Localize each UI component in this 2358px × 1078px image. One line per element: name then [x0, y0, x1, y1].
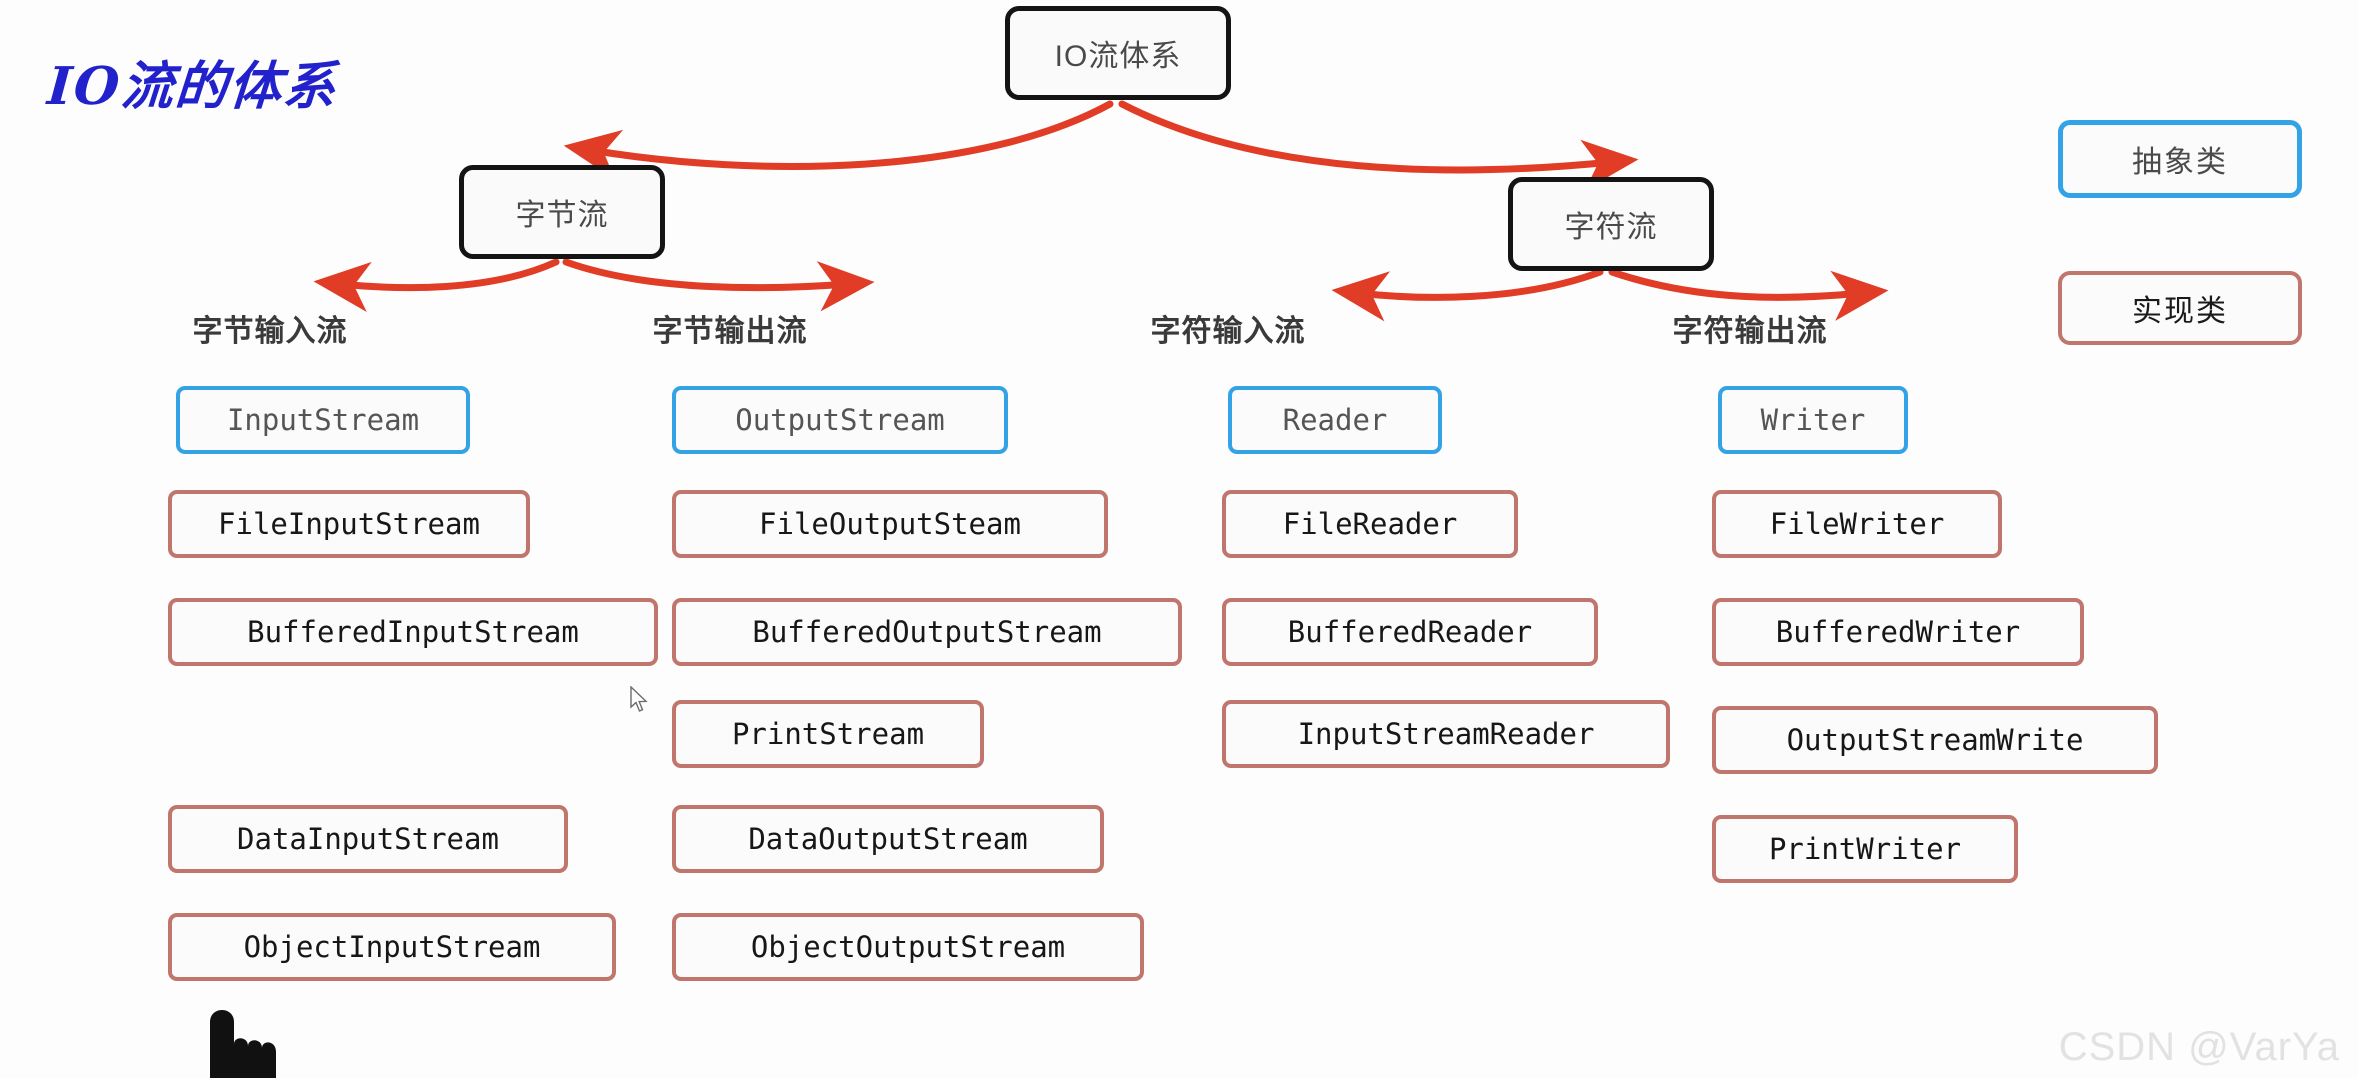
class-box-inputstream[interactable]: InputStream [176, 386, 470, 454]
class-box-bufferedwriter[interactable]: BufferedWriter [1712, 598, 2084, 666]
legend-impl-class[interactable]: 实现类 [2058, 271, 2302, 345]
class-box-reader[interactable]: Reader [1228, 386, 1442, 454]
column-header-byte-output: 字节输出流 [652, 315, 808, 348]
column-header-char-input: 字符输入流 [1150, 315, 1306, 348]
class-box-inputstreamreader[interactable]: InputStreamReader [1222, 700, 1670, 768]
node-char-stream[interactable]: 字符流 [1508, 177, 1714, 271]
column-header-byte-input: 字节输入流 [192, 315, 348, 348]
class-box-writer[interactable]: Writer [1718, 386, 1908, 454]
legend-abstract-class[interactable]: 抽象类 [2058, 120, 2302, 198]
mouse-cursor [630, 686, 648, 712]
node-root[interactable]: IO流体系 [1005, 6, 1231, 100]
class-box-fileoutputsteam[interactable]: FileOutputSteam [672, 490, 1108, 558]
class-box-outputstream[interactable]: OutputStream [672, 386, 1008, 454]
class-box-outputstreamwrite[interactable]: OutputStreamWrite [1712, 706, 2158, 774]
class-box-fileinputstream[interactable]: FileInputStream [168, 490, 530, 558]
class-box-filewriter[interactable]: FileWriter [1712, 490, 2002, 558]
watermark: CSDN @VarYa [2058, 1025, 2340, 1069]
class-box-bufferedoutputstream[interactable]: BufferedOutputStream [672, 598, 1182, 666]
page-title: IO流的体系 [45, 56, 340, 117]
class-box-datainputstream[interactable]: DataInputStream [168, 805, 568, 873]
class-box-printwriter[interactable]: PrintWriter [1712, 815, 2018, 883]
class-box-dataoutputstream[interactable]: DataOutputStream [672, 805, 1104, 873]
pointing-hand-icon [210, 1010, 276, 1078]
column-header-char-output: 字符输出流 [1672, 315, 1828, 348]
class-box-bufferedinputstream[interactable]: BufferedInputStream [168, 598, 658, 666]
class-box-filereader[interactable]: FileReader [1222, 490, 1518, 558]
class-box-objectoutputstream[interactable]: ObjectOutputStream [672, 913, 1144, 981]
class-box-objectinputstream[interactable]: ObjectInputStream [168, 913, 616, 981]
class-box-printstream[interactable]: PrintStream [672, 700, 984, 768]
node-byte-stream[interactable]: 字节流 [459, 165, 665, 259]
class-box-bufferedreader[interactable]: BufferedReader [1222, 598, 1598, 666]
